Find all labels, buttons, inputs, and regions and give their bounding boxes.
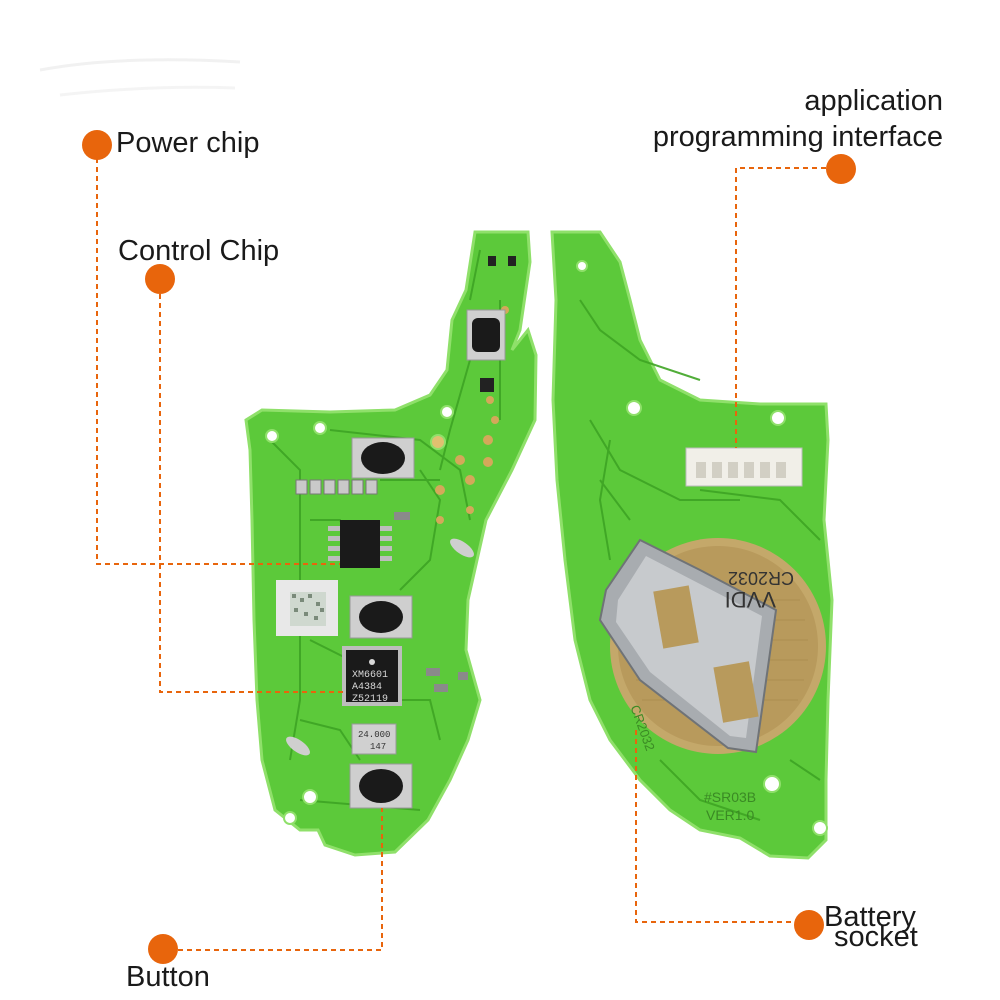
api-label-line1: application: [804, 85, 943, 117]
battery-label-line1: Battery: [824, 901, 916, 933]
pcb-back: CR2032 VVDI #SR03B VER1.0 CR2032: [550, 230, 834, 860]
leader-battery: [635, 730, 800, 923]
pcb-front: XM6601 A4384 Z52119 24.000 147: [244, 230, 538, 857]
button-2: [349, 595, 413, 639]
crystal-marking-1: 24.000: [358, 730, 390, 740]
crystal-marking-2: 147: [370, 742, 386, 752]
board-version: VER1.0: [706, 807, 754, 823]
qr-label: [276, 580, 338, 636]
button-label: Button: [126, 961, 210, 993]
leader-power-chip: [96, 158, 340, 565]
leader-control-chip: [159, 294, 346, 693]
leader-button: [178, 808, 383, 951]
leader-lines: [96, 158, 826, 951]
power-chip: [328, 520, 392, 568]
api-dot: [826, 154, 856, 184]
power-chip-label: Power chip: [116, 127, 260, 159]
button-top: [466, 309, 506, 361]
board-model: #SR03B: [704, 789, 756, 805]
crystal-oscillator: 24.000 147: [351, 723, 397, 755]
control-chip-label: Control Chip: [118, 235, 280, 267]
control-chip-dot: [145, 264, 175, 294]
battery-dot: [794, 910, 824, 940]
control-chip-marking-1: XM6601: [352, 670, 388, 681]
battery-label-line2: socket: [834, 921, 918, 953]
watermark: [39, 58, 241, 97]
pcb-front-board: [244, 230, 538, 857]
control-chip: XM6601 A4384 Z52119: [342, 646, 402, 706]
leader-api: [735, 167, 826, 448]
front-connector-pads: [295, 479, 378, 495]
pcb-front-vias: [435, 306, 509, 524]
pcb-back-traces: [579, 299, 821, 821]
api-label-line2: programming interface: [652, 121, 943, 153]
battery-clip-marking-2: VVDI: [725, 587, 776, 612]
button-1: [351, 437, 415, 479]
programming-connector: [685, 447, 803, 487]
button-3: [349, 763, 413, 809]
control-chip-marking-3: Z52119: [352, 694, 388, 705]
control-chip-marking-2: A4384: [352, 682, 382, 693]
power-chip-dot: [82, 130, 112, 160]
battery-socket: CR2032 VVDI: [598, 538, 826, 754]
battery-clip-marking-1: CR2032: [728, 568, 794, 588]
button-dot: [148, 934, 178, 964]
